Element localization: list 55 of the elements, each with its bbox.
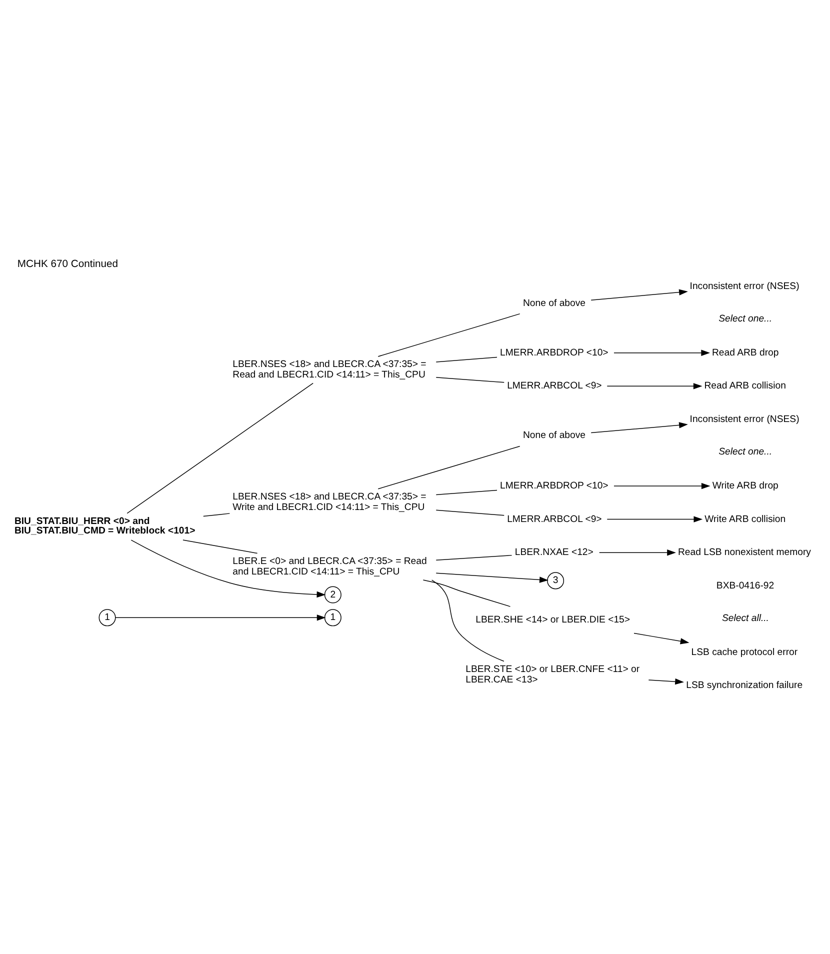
node-text: None of above — [522, 430, 586, 441]
arrow — [634, 632, 690, 644]
node-text: Read LSB nonexistent memory — [678, 546, 811, 558]
connector — [182, 539, 258, 554]
connector — [436, 489, 498, 495]
node-circle: 1 — [98, 608, 116, 626]
node-text: BIU_STAT.BIU_HERR <0> and BIU_STAT.BIU_CMD = Writeblock <101> — [14, 516, 196, 536]
node-text: LBER.STE <10> or LBER.CNFE <11> or LBER.CAE <13> — [466, 663, 640, 685]
connector — [126, 382, 314, 514]
node-text: LMERR.ARBCOL <9> — [507, 513, 602, 524]
node-text: Read ARB collision — [704, 380, 786, 392]
node-text: LMERR.ARBCOL <9> — [507, 380, 602, 392]
node-text: LMERR.ARBDROP <10> — [500, 346, 608, 358]
node-text: None of above — [522, 297, 586, 308]
connector — [436, 356, 498, 362]
connector — [378, 312, 520, 356]
node-text: LBER.NSES <18> and LBECR.CA <37:35> = Read and LBECR1.CID <14:11> = This_CPU — [232, 358, 426, 380]
arrow — [130, 539, 326, 598]
connector — [436, 509, 504, 516]
node-text: LBER.SHE <14> or LBER.DIE <15> — [476, 614, 630, 625]
connector — [431, 579, 504, 662]
label: Select one... — [718, 446, 772, 457]
node-text: LMERR.ARBDROP <10> — [500, 480, 608, 492]
node-text: LSB cache protocol error — [691, 646, 798, 658]
node-text: Inconsistent error (NSES) — [690, 280, 800, 292]
arrow — [614, 349, 710, 356]
node-text: Write ARB collision — [704, 513, 786, 524]
arrow — [648, 678, 684, 684]
connector — [422, 579, 511, 606]
diagram-title: MCHK 670 Continued — [17, 258, 118, 270]
arrow — [115, 614, 326, 620]
node-text: Inconsistent error (NSES) — [690, 413, 800, 424]
arrow — [590, 422, 688, 433]
arrow — [436, 572, 548, 582]
connector — [436, 376, 504, 382]
arrow — [590, 288, 688, 300]
label: Select one... — [718, 312, 772, 324]
label: Select all... — [722, 612, 769, 624]
connector — [203, 512, 230, 516]
node-circle: 3 — [547, 572, 564, 589]
node-text: LBER.NSES <18> and LBECR.CA <37:35> = Write and LBECR1.CID <14:11> = This_CPU — [232, 491, 426, 512]
connector — [378, 445, 520, 489]
node-text: LSB synchronization failure — [686, 680, 803, 691]
arrow — [598, 548, 676, 556]
label: BXB-0416-92 — [716, 580, 774, 591]
node-text: LBER.E <0> and LBECR.CA <37:35> = Read and LBECR1.CID <14:11> = This_CPU — [232, 555, 427, 577]
connector — [436, 554, 512, 560]
node-circle: 1 — [324, 608, 342, 626]
node-text: LBER.NXAE <12> — [514, 546, 594, 558]
node-circle: 2 — [324, 586, 342, 603]
arrow — [606, 382, 702, 389]
node-text: Write ARB drop — [712, 480, 778, 492]
node-text: Read ARB drop — [712, 346, 779, 358]
arrow — [606, 516, 703, 522]
arrow — [614, 482, 710, 489]
